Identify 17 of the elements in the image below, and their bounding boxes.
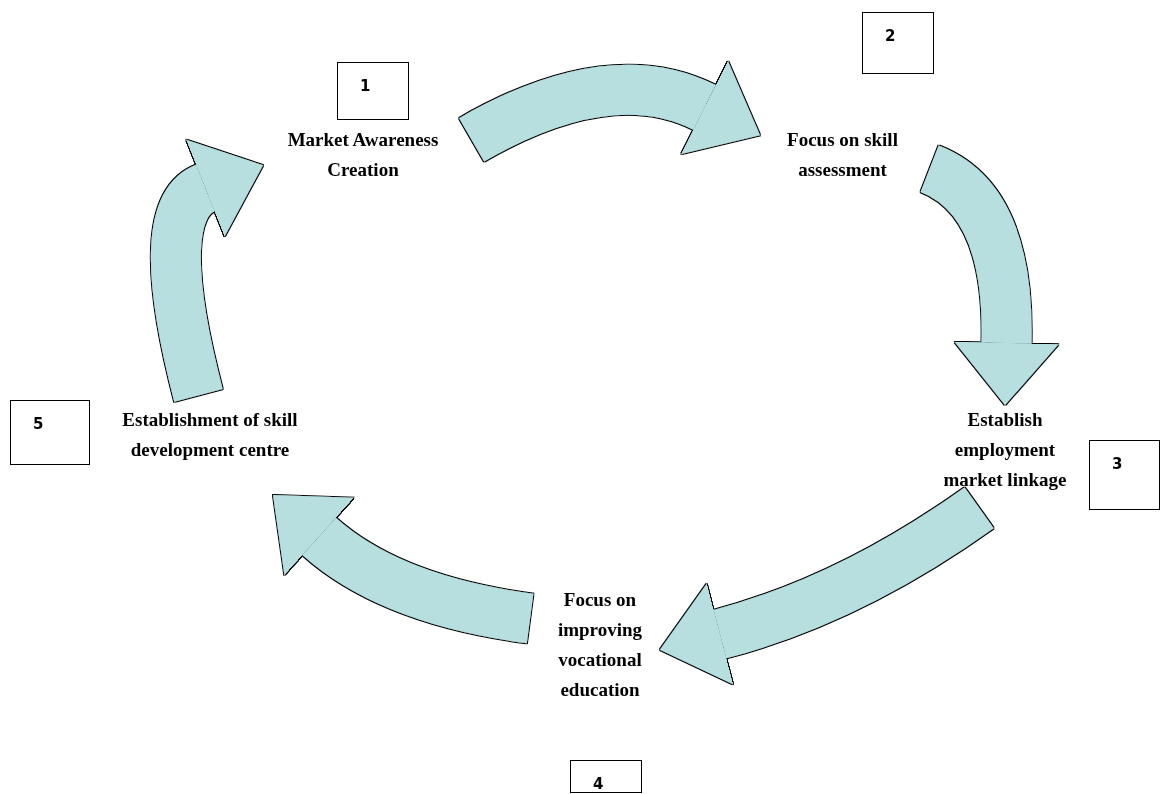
step-number: 5	[33, 415, 44, 433]
step-label: Focus on skill assessment	[760, 125, 925, 185]
step-number: 1	[360, 77, 371, 95]
step-label: Establish employment market linkage	[925, 405, 1085, 495]
number-frame	[1089, 440, 1160, 510]
step-label: Market Awareness Creation	[263, 125, 463, 185]
step-label: Focus on improving vocational education	[540, 585, 660, 705]
number-frame	[10, 400, 90, 465]
number-frame	[862, 12, 934, 74]
curved-block-arrow	[660, 487, 994, 685]
step-number: 2	[885, 27, 896, 45]
step-number: 3	[1112, 455, 1123, 473]
curved-block-arrow	[150, 142, 260, 402]
step-label: Establishment of skill development centre	[120, 405, 300, 495]
step-number: 4	[593, 775, 604, 793]
number-frame	[337, 62, 409, 120]
number-frame	[570, 760, 642, 793]
